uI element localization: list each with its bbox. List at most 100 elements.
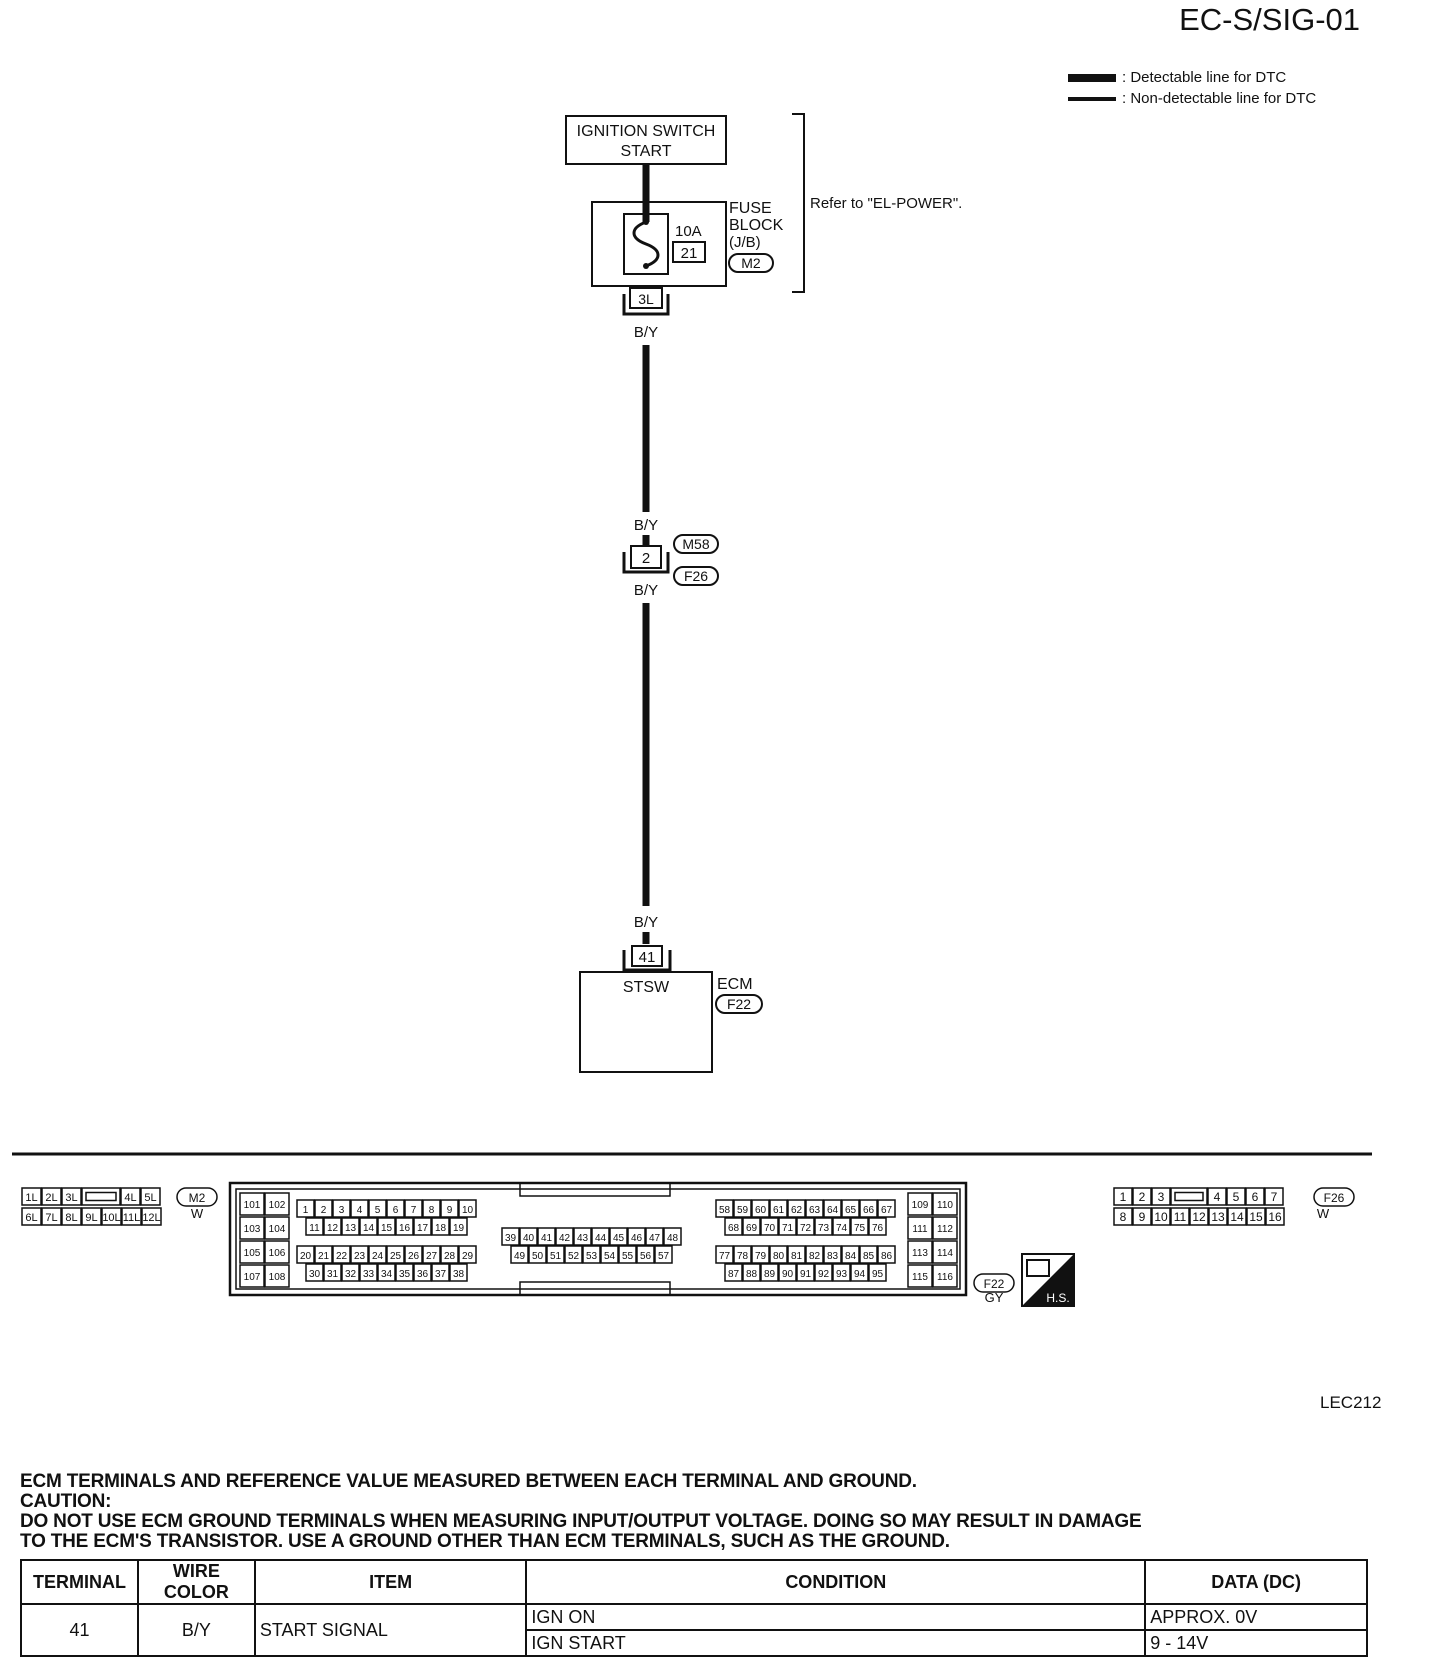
f22-pin-label: 20	[300, 1251, 312, 1262]
f22-pin-label: 43	[577, 1233, 589, 1244]
f22-pin	[239, 1240, 265, 1264]
f22-pin	[368, 1199, 387, 1218]
f22-pin-label: 3	[339, 1205, 345, 1216]
f26-pin	[1265, 1207, 1285, 1226]
legend-label-detectable: : Detectable line for DTC	[1122, 69, 1287, 86]
f22-pin-label: 6	[393, 1205, 399, 1216]
notice-line-4: TO THE ECM'S TRANSISTOR. USE A GROUND OT…	[20, 1531, 950, 1552]
f26-pin-label: 3	[1158, 1190, 1165, 1204]
f26-pin	[1227, 1207, 1247, 1226]
junction-pin: 2	[642, 550, 650, 567]
f26-pin-label: 13	[1211, 1210, 1225, 1224]
f26-color: W	[1317, 1206, 1330, 1221]
m2-pin	[140, 1187, 161, 1206]
f22-pin	[359, 1263, 378, 1282]
f22-pin	[907, 1264, 933, 1288]
f22-pin-label: 74	[836, 1223, 848, 1234]
f22-pin	[422, 1245, 441, 1264]
m2-pin	[141, 1207, 162, 1226]
f22-pin-label: 62	[791, 1205, 803, 1216]
f22-pin	[600, 1245, 619, 1264]
f22-pin-label: 10	[462, 1205, 474, 1216]
f22-pin	[458, 1245, 477, 1264]
m2-pin	[81, 1187, 121, 1206]
f22-pin-label: 60	[755, 1205, 767, 1216]
f22-pin	[841, 1245, 860, 1264]
m2-pin	[81, 1207, 102, 1226]
f22-pin-label: 33	[363, 1269, 375, 1280]
fuse-block-connector-id: M2	[741, 255, 761, 271]
f22-pin	[778, 1263, 797, 1282]
f22-pin	[573, 1227, 592, 1246]
f26-pin	[1132, 1187, 1152, 1206]
legend-row-detectable: : Detectable line for DTC	[1068, 67, 1316, 88]
f22-pin-label: 63	[809, 1205, 821, 1216]
f22-pin	[350, 1199, 369, 1218]
legend-row-non-detectable: : Non-detectable line for DTC	[1068, 88, 1316, 109]
f22-pin	[859, 1199, 878, 1218]
f22-pin	[932, 1216, 958, 1240]
f22-pin-label: 40	[523, 1233, 535, 1244]
f22-pin	[386, 1199, 405, 1218]
f22-pin	[618, 1245, 637, 1264]
f22-pin	[907, 1240, 933, 1264]
f22-pin	[359, 1217, 378, 1236]
f22-pin-label: 77	[719, 1251, 731, 1262]
f26-pin-label: 5	[1233, 1190, 1240, 1204]
f22-pin	[239, 1264, 265, 1288]
table-row: 41 B/Y START SIGNAL IGN ON APPROX. 0V	[20, 1603, 1368, 1657]
m2-pin	[21, 1187, 42, 1206]
f22-pin	[787, 1199, 806, 1218]
f22-pin-label: 28	[444, 1251, 456, 1262]
f22-connector-badge	[973, 1273, 1015, 1293]
f22-pin	[932, 1240, 958, 1264]
f22-pin	[305, 1217, 324, 1236]
cell-data: APPROX. 0V	[1144, 1603, 1368, 1631]
f22-pin	[787, 1245, 806, 1264]
f22-pin	[555, 1227, 574, 1246]
fuse-number-box	[672, 241, 706, 263]
notice-line-2: CAUTION:	[20, 1491, 112, 1512]
m2-pin-label: 6L	[25, 1212, 37, 1224]
f22-pin	[431, 1263, 450, 1282]
f22-pin	[823, 1199, 842, 1218]
f22-pin-label: 89	[764, 1269, 776, 1280]
f22-pin-label: 80	[773, 1251, 785, 1262]
f22-pin	[932, 1192, 958, 1216]
f22-pin	[760, 1217, 779, 1236]
terminal-3l-bracket	[622, 294, 670, 316]
f22-pin	[805, 1199, 824, 1218]
f22-pin	[850, 1217, 869, 1236]
f22-pin	[264, 1192, 290, 1216]
f22-key-bottom	[519, 1281, 671, 1296]
f22-pin-label: 29	[462, 1251, 474, 1262]
f22-pin-label: 83	[827, 1251, 839, 1262]
f22-pin-label: 71	[782, 1223, 794, 1234]
fuse-contact-top-icon	[643, 219, 649, 225]
f22-pin-label: 13	[345, 1223, 357, 1234]
f26-pin	[1246, 1207, 1266, 1226]
f26-pin	[1170, 1187, 1208, 1206]
f22-pin-label: 106	[269, 1248, 286, 1259]
f22-pin-label: 75	[854, 1223, 866, 1234]
ecm-connector-id: F22	[727, 996, 751, 1012]
f22-pin	[528, 1245, 547, 1264]
f22-pin	[239, 1216, 265, 1240]
f22-pin	[431, 1217, 450, 1236]
f22-pin	[341, 1217, 360, 1236]
f22-pin	[413, 1263, 432, 1282]
f26-pin	[1245, 1187, 1265, 1206]
f22-pin-label: 31	[327, 1269, 339, 1280]
f22-pin-label: 79	[755, 1251, 767, 1262]
f22-pin-label: 111	[912, 1224, 928, 1235]
f22-pin-label: 17	[417, 1223, 429, 1234]
f22-pin	[841, 1199, 860, 1218]
f22-pin	[877, 1199, 896, 1218]
f22-pin-label: 110	[937, 1200, 953, 1211]
m2-pin	[61, 1187, 82, 1206]
f22-pin-label: 101	[244, 1200, 261, 1211]
table-row: IGN START 9 - 14V	[21, 1629, 1368, 1657]
f22-pin-label: 25	[390, 1251, 402, 1262]
f22-pin	[832, 1217, 851, 1236]
m2-pin-label: 10L	[102, 1212, 120, 1224]
